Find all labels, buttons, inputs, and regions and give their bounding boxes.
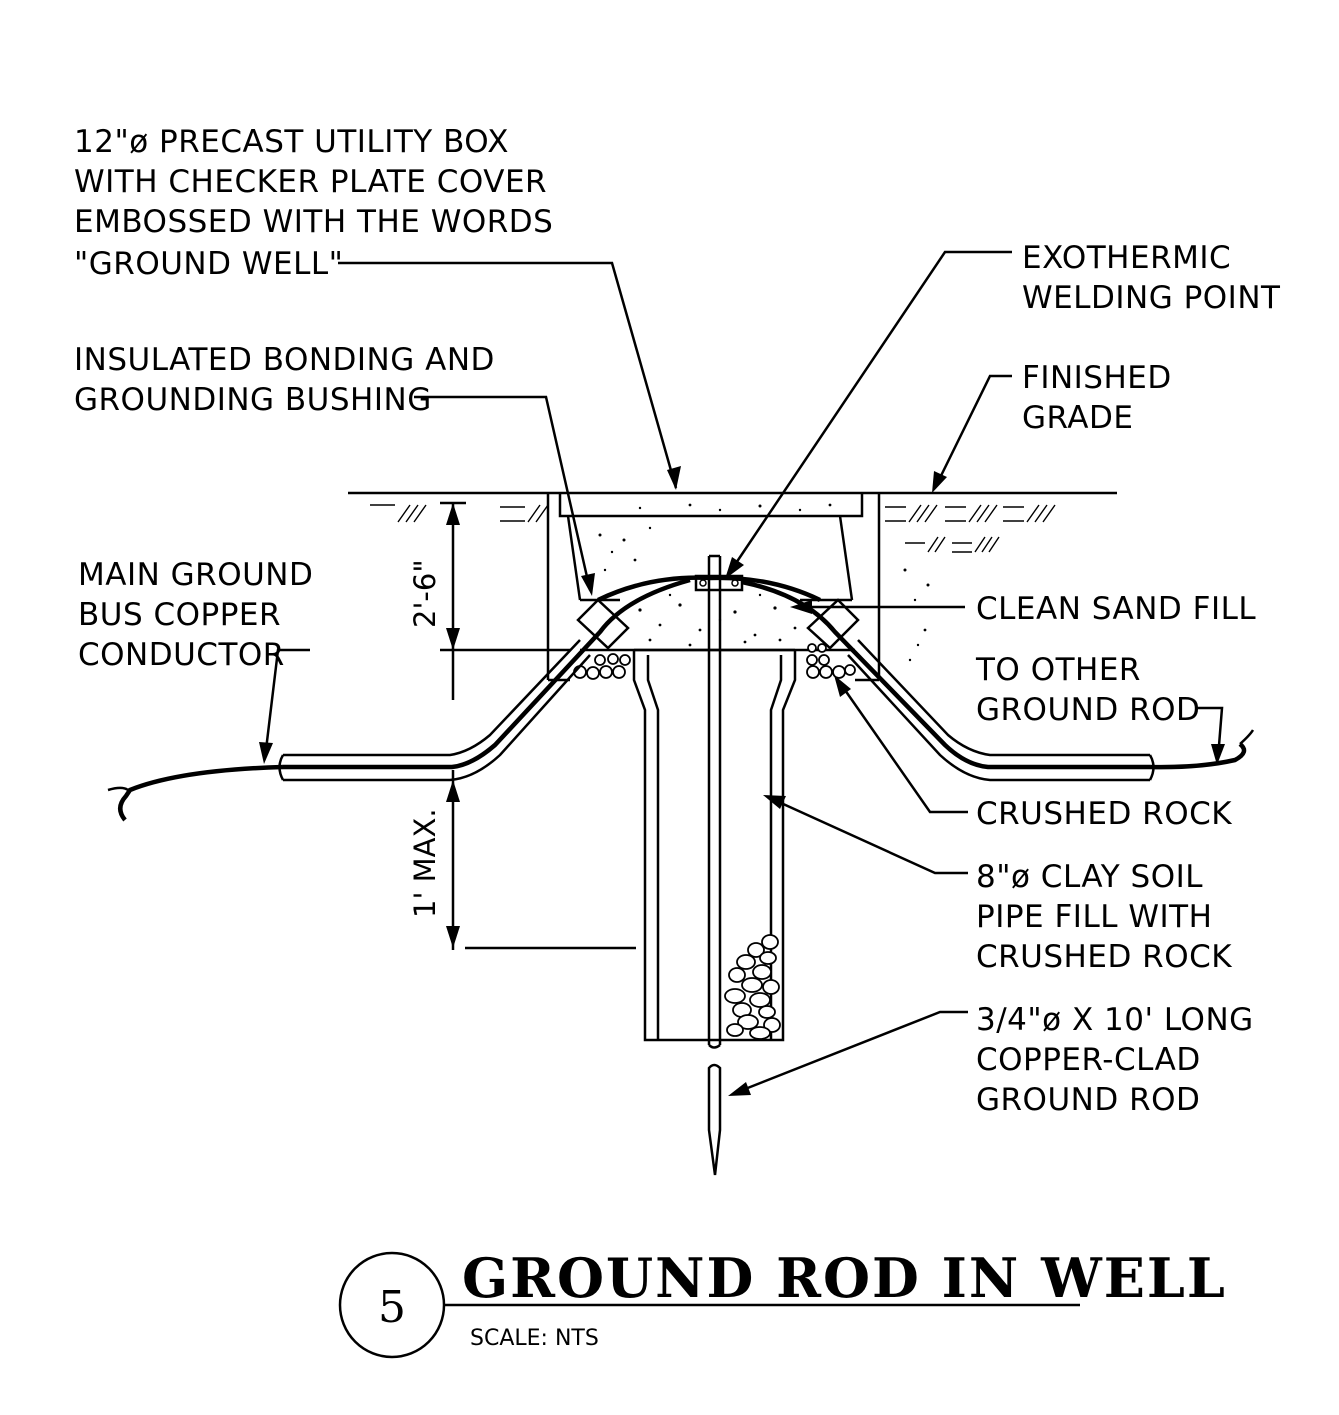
grounding-bushing-left: [576, 598, 630, 650]
dimension-max-depth: [446, 770, 636, 950]
clay-soil-pipe: [632, 648, 797, 1042]
label-finished-grade: FINISHED GRADE: [1022, 360, 1182, 436]
precast-utility-box: [546, 493, 930, 682]
detail-scale: SCALE: NTS: [470, 1326, 599, 1351]
label-exothermic-welding: EXOTHERMIC WELDING POINT: [1022, 240, 1281, 316]
other-ground-rod-conductor: [741, 579, 1255, 782]
dimension-text-max-depth: 1' MAX.: [408, 808, 442, 918]
label-clean-sand-fill: CLEAN SAND FILL: [976, 591, 1256, 627]
detail-number: 5: [378, 1282, 406, 1333]
detail-title: GROUND ROD IN WELL: [462, 1246, 1227, 1310]
label-crushed-rock: CRUSHED ROCK: [976, 796, 1232, 832]
label-other-ground-rod: TO OTHER GROUND ROD: [975, 652, 1200, 728]
dimension-box-depth: [440, 501, 570, 700]
label-utility-box: 12"ø PRECAST UTILITY BOX WITH CHECKER PL…: [74, 124, 564, 282]
label-grounding-bushing: INSULATED BONDING AND GROUNDING BUSHING: [74, 342, 505, 418]
label-ground-rod: 3/4"ø X 10' LONG COPPER-CLAD GROUND ROD: [976, 1002, 1264, 1118]
copper-clad-ground-rod: [694, 554, 744, 1176]
grounding-bushing-right: [806, 598, 860, 650]
leader-lines: [259, 250, 1225, 1096]
label-main-ground-conductor: MAIN GROUND BUS COPPER CONDUCTOR: [78, 557, 324, 673]
dimension-text-box-depth: 2'-6": [408, 559, 442, 628]
label-clay-soil-pipe: 8"ø CLAY SOIL PIPE FILL WITH CRUSHED ROC…: [976, 859, 1232, 975]
main-ground-conductor: [107, 577, 691, 822]
finished-grade: [348, 491, 1117, 553]
title-block: 5 GROUND ROD IN WELL SCALE: NTS: [338, 1246, 1227, 1359]
